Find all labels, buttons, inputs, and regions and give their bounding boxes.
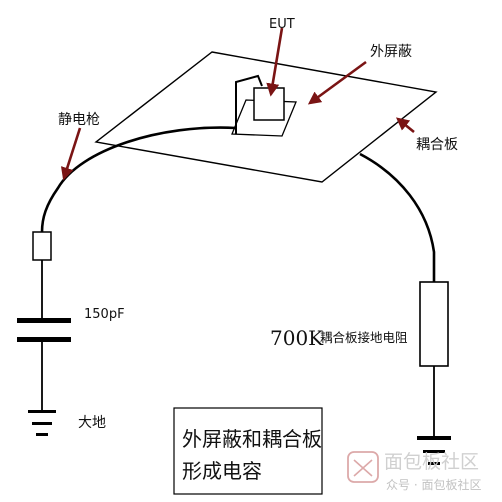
caption-line-1: 外屏蔽和耦合板 xyxy=(182,427,322,451)
capacitor-plate-bottom xyxy=(17,337,71,342)
esd-gun-label: 静电枪 xyxy=(58,111,100,128)
resistor-value-label: 700K xyxy=(270,326,324,350)
resistor-label: 耦合板接地电阻 xyxy=(320,330,408,345)
esd-gun-body xyxy=(32,231,52,261)
watermark-line-1: 面包板社区 xyxy=(384,451,479,473)
plate-to-resistor-cable xyxy=(359,152,436,282)
coupling-plate-label: 耦合板 xyxy=(416,137,458,153)
ground-symbol-right xyxy=(417,436,451,465)
caption-box xyxy=(173,407,323,495)
eut-label: EUT xyxy=(269,17,295,32)
eut-box xyxy=(253,87,285,121)
coupling-plate xyxy=(94,51,438,183)
watermark-line-2: 众号 · 面包板社区 xyxy=(386,477,481,492)
watermark-logo xyxy=(347,451,379,483)
eut-side xyxy=(235,74,263,134)
arrow-coupling-plate xyxy=(395,117,415,134)
outer-shield-label: 外屏蔽 xyxy=(370,44,412,60)
arrow-outer-shield xyxy=(307,60,367,105)
watermark: 面包板社区 众号 · 面包板社区 xyxy=(347,451,481,492)
watermark-logo-mark xyxy=(353,459,373,477)
caption-line-2: 形成电容 xyxy=(182,459,262,483)
ground-symbol-left xyxy=(28,410,56,436)
capacitor-value-label: 150pF xyxy=(84,307,125,322)
capacitor-plate-top xyxy=(17,318,71,323)
arrow-eut xyxy=(266,27,284,97)
esd-gun-cable xyxy=(40,126,237,233)
ground-label: 大地 xyxy=(78,415,106,431)
resistor-700k xyxy=(419,281,449,367)
arrow-esd-gun xyxy=(60,127,82,181)
